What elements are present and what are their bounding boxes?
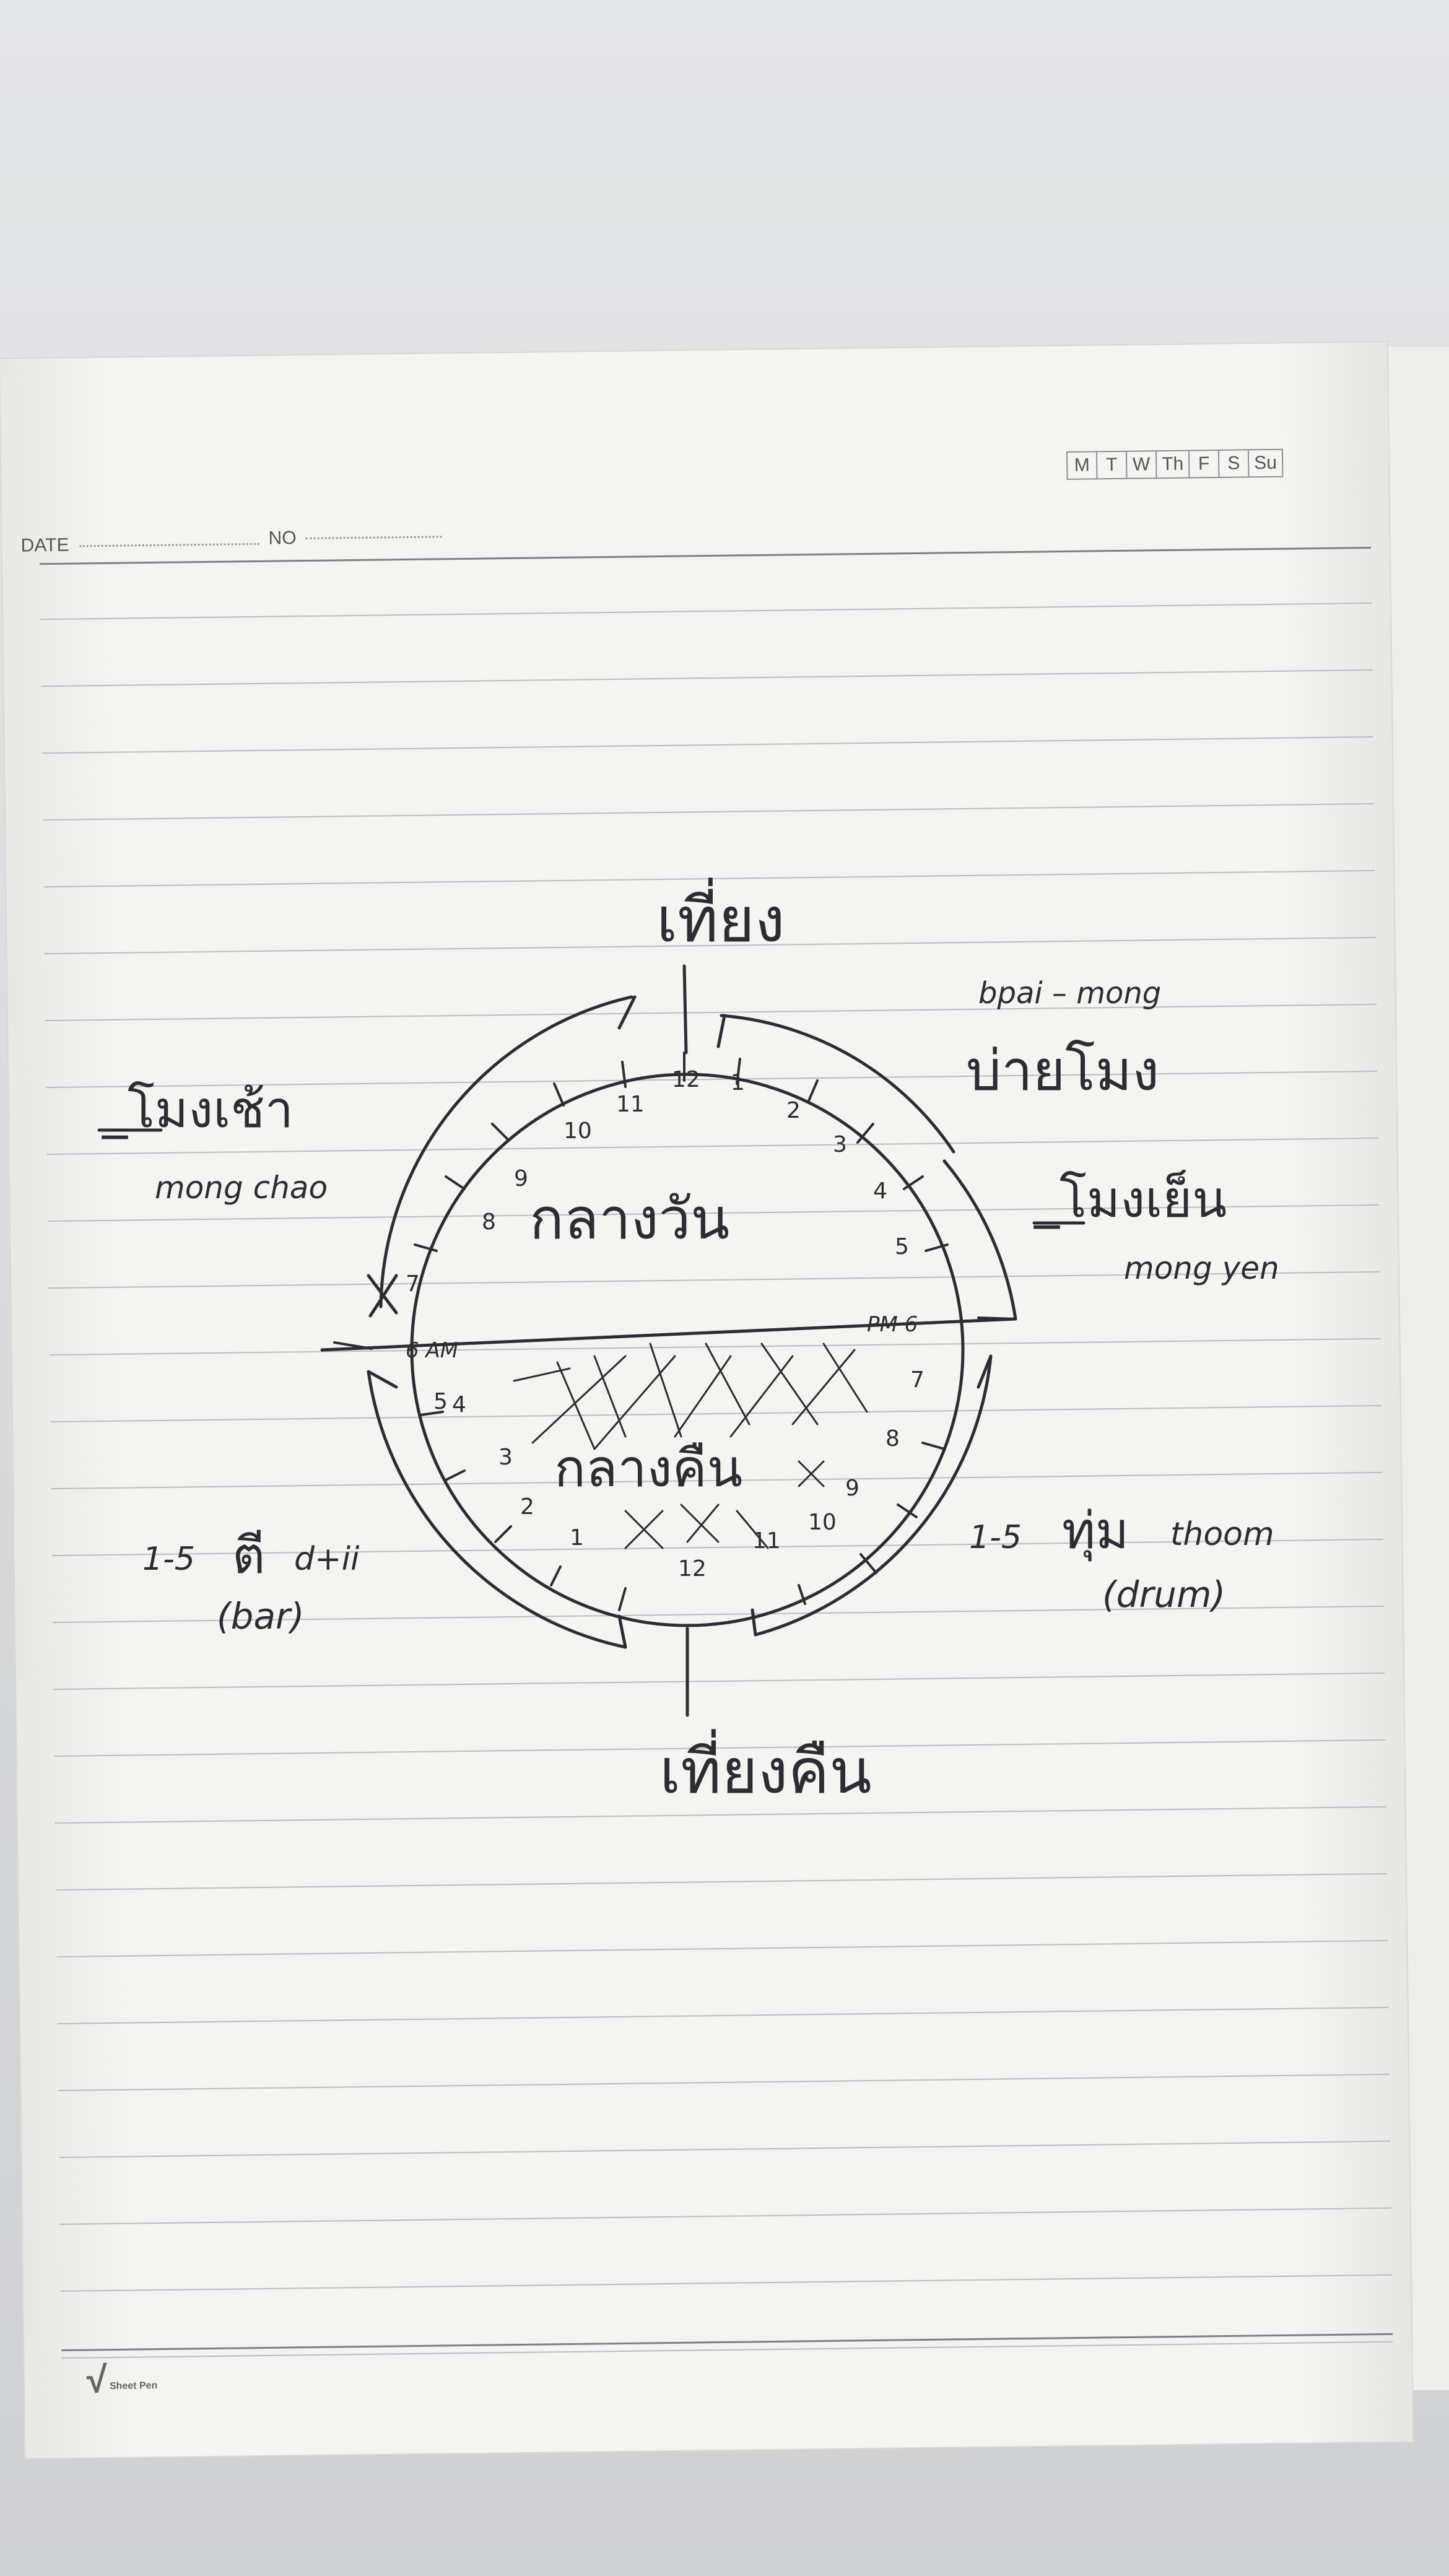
night-range: 1-5 [969, 1519, 1022, 1556]
noon-label: เที่ยง [656, 877, 785, 956]
night-hour-3: 3 [498, 1445, 513, 1470]
late-night-roman-label: d+ii [294, 1541, 360, 1578]
night-hour-9: 9 [845, 1476, 859, 1501]
day-hour-12: 12 [672, 1067, 700, 1092]
night-hour-5: 5 [433, 1389, 448, 1414]
evening-thai-label: _โมงเย็น [1033, 1169, 1227, 1229]
morning-thai-label: _โมงเช้า [102, 1081, 294, 1139]
day-hour-11: 11 [616, 1092, 645, 1117]
day-hour-8: 8 [482, 1209, 496, 1235]
night-thai-label: ทุ่ม [1062, 1502, 1129, 1562]
noon-pointer [682, 964, 688, 1055]
day-half-label: กลางวัน [529, 1186, 729, 1252]
clock-face [410, 1073, 965, 1627]
night-hour-12: 12 [678, 1556, 707, 1582]
day-hour-2: 2 [786, 1098, 801, 1123]
afternoon-roman-label: bpai – mong [978, 976, 1161, 1011]
night-hour-4: 4 [452, 1392, 466, 1417]
evening-arc [942, 1159, 1017, 1321]
late-night-thai-label: ตี [232, 1526, 265, 1585]
day-hour-10: 10 [564, 1118, 592, 1144]
night-roman-label: thoom [1170, 1516, 1274, 1553]
day-hour-1: 1 [731, 1070, 745, 1095]
day-night-divider [320, 1317, 1017, 1352]
morning-arc [379, 995, 633, 1308]
day-hour-7: 7 [406, 1271, 420, 1297]
afternoon-arc [720, 1014, 955, 1154]
late-night-arc [367, 1370, 627, 1649]
night-hour-2: 2 [520, 1494, 534, 1520]
night-hour-8: 8 [886, 1426, 900, 1451]
late-night-gloss: (bar) [217, 1595, 304, 1637]
night-hour-11: 11 [752, 1528, 781, 1554]
midnight-label: เที่ยงคืน [659, 1729, 872, 1808]
evening-roman-label: mong yen [1124, 1250, 1279, 1286]
six-am-marker: 6 AM [406, 1338, 458, 1363]
late-night-range: 1-5 [142, 1541, 195, 1578]
night-arc [754, 1354, 993, 1637]
day-hour-5: 5 [895, 1234, 909, 1260]
day-hour-3: 3 [833, 1132, 847, 1157]
night-half-label: กลางคืน [554, 1438, 742, 1499]
six-pm-marker: PM 6 [867, 1312, 918, 1337]
night-hour-10: 10 [808, 1510, 837, 1535]
day-hour-4: 4 [873, 1178, 887, 1204]
night-hour-7: 7 [910, 1367, 925, 1393]
morning-roman-label: mong chao [155, 1170, 328, 1206]
night-hour-1: 1 [570, 1525, 584, 1551]
night-gloss: (drum) [1102, 1573, 1225, 1616]
day-hour-9: 9 [514, 1166, 528, 1191]
afternoon-thai-label: บ่ายโมง [966, 1038, 1159, 1103]
